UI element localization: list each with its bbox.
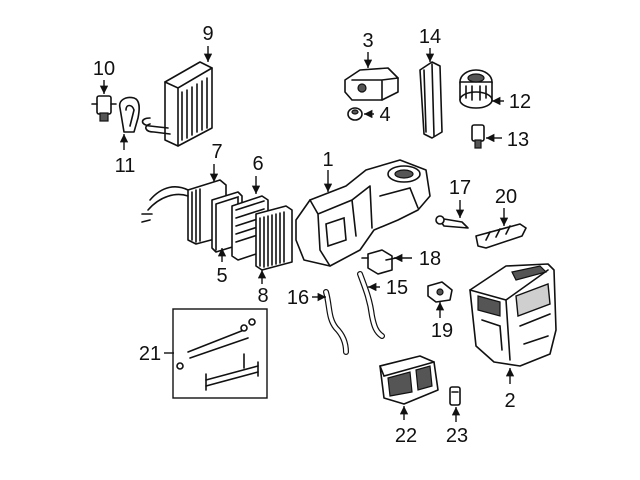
callout-14: 14 bbox=[419, 26, 441, 48]
part-10-expansion-valve bbox=[91, 95, 117, 122]
part-8-heater-core bbox=[255, 205, 293, 271]
callout-11: 11 bbox=[115, 155, 136, 177]
leader-lines bbox=[99, 46, 515, 422]
callout-4: 4 bbox=[379, 104, 390, 126]
part-13-sensor bbox=[471, 124, 485, 149]
part-2-hvac-housing bbox=[469, 263, 557, 367]
callout-19: 19 bbox=[431, 320, 453, 342]
callout-23: 23 bbox=[446, 425, 468, 447]
callout-1: 1 bbox=[322, 149, 333, 171]
callout-labels: 9 10 11 3 4 14 12 13 1 7 6 5 8 17 20 18 … bbox=[93, 23, 531, 447]
callout-13: 13 bbox=[507, 129, 529, 151]
callout-5: 5 bbox=[216, 265, 227, 287]
callout-22: 22 bbox=[395, 425, 417, 447]
part-18-connector bbox=[361, 249, 397, 275]
callout-20: 20 bbox=[495, 186, 517, 208]
callout-21: 21 bbox=[139, 343, 161, 365]
part-15-hose bbox=[357, 271, 385, 339]
part-11-bracket bbox=[118, 96, 140, 133]
callout-15: 15 bbox=[386, 277, 408, 299]
callout-18: 18 bbox=[419, 248, 441, 270]
part-21-kit-inset bbox=[172, 308, 268, 399]
part-16-hose bbox=[323, 289, 349, 355]
part-4-cap bbox=[347, 107, 363, 121]
part-3-actuator bbox=[344, 67, 399, 101]
part-20-harness bbox=[475, 223, 527, 249]
callout-8: 8 bbox=[257, 285, 268, 307]
part-14-duct bbox=[419, 61, 443, 139]
part-1-hvac-case bbox=[295, 159, 431, 267]
callout-7: 7 bbox=[211, 141, 222, 163]
callout-10: 10 bbox=[93, 58, 115, 80]
part-22-duct bbox=[379, 355, 439, 405]
part-17-sensor bbox=[435, 215, 469, 229]
part-12-blower-motor bbox=[459, 69, 493, 109]
callout-3: 3 bbox=[362, 30, 373, 52]
callout-17: 17 bbox=[449, 177, 471, 199]
part-23-clip bbox=[449, 386, 461, 406]
callout-16: 16 bbox=[287, 287, 309, 309]
callout-2: 2 bbox=[504, 390, 515, 412]
callout-12: 12 bbox=[509, 91, 531, 113]
part-9-evaporator-core bbox=[141, 61, 213, 147]
part-19-actuator bbox=[427, 281, 453, 303]
callout-9: 9 bbox=[202, 23, 213, 45]
callout-6: 6 bbox=[252, 153, 263, 175]
